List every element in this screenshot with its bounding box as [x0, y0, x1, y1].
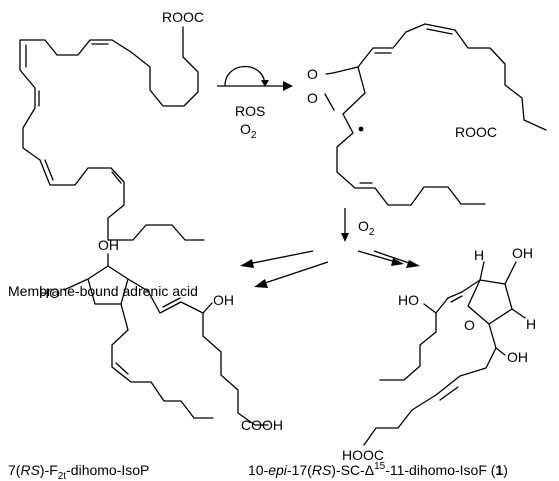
cyclization-loop-arrowhead-icon	[261, 80, 269, 87]
isoprostane-hydroxyl-side: OH	[213, 292, 234, 308]
adrenic-acid-structure: ROOC Membrane-bound adrenic acid	[8, 9, 205, 299]
endoperoxide-ring	[324, 66, 366, 115]
endoperoxide-ester-group: ROOC	[455, 124, 497, 140]
isofuran-hydrogen-top: H	[474, 247, 484, 263]
branch-arrow-right-lower-shaft	[373, 250, 413, 265]
endoperoxide-chain-lower	[336, 113, 486, 206]
isofuran-hydroxyl-side: HO	[398, 292, 419, 308]
isoprostane-lower-double-bond	[115, 362, 129, 375]
isofuran-carboxyl: HOOC	[342, 447, 384, 463]
isoprostane-ring	[87, 265, 129, 305]
isoprostane-hydroxyl-left: HO	[39, 285, 60, 301]
radical-dot-icon	[358, 126, 364, 132]
branch-arrows-left	[240, 250, 329, 288]
branch-arrow-left-lower-shaft	[261, 261, 329, 285]
second-oxidation-arrow: O2	[341, 208, 375, 242]
branch-arrow-right-upper-head	[391, 258, 404, 266]
isoprostane-upper-double-bond	[162, 297, 181, 308]
isofuran-hydroxyl-top: OH	[512, 245, 533, 261]
isoprostane-structure: OH HO OH COOH 7(RS)-F2t-dihomo-IsoP	[8, 237, 283, 481]
isofuran-ring-substituents	[479, 261, 526, 319]
second-oxygen-reagent: O2	[358, 218, 375, 238]
isofuran-side-double-bond	[450, 295, 463, 303]
isofuran-structure: H OH O H HO OH HOOC 10-epi-17(RS)-SC-Δ15…	[248, 245, 536, 478]
isoprostane-label: 7(RS)-F2t-dihomo-IsoP	[8, 462, 149, 481]
isofuran-label: 10-epi-17(RS)-SC-Δ15-11-dihomo-IsoF (1)	[248, 461, 508, 478]
oxidation-arrow-head	[283, 81, 293, 91]
branch-arrows-right	[357, 250, 420, 268]
isoprostane-upper-chain	[127, 278, 269, 426]
adrenic-acid-label: Membrane-bound adrenic acid	[8, 283, 198, 299]
peroxide-oxygen-bottom: O	[307, 90, 318, 106]
ros-reagent: ROS	[235, 103, 265, 119]
isofuran-side-chain	[379, 279, 481, 381]
isofuran-hydrogen-ring: H	[526, 316, 536, 332]
endoperoxide-radical-structure: O O ROOC	[307, 23, 547, 206]
branch-arrow-right-lower-head	[406, 260, 420, 268]
isofuran-hydroxyl-bond	[423, 303, 437, 314]
isofuran-lower-hydroxyl-bond	[495, 347, 506, 356]
cyclization-loop-icon	[224, 65, 266, 87]
adrenic-acid-ester-group: ROOC	[162, 9, 204, 25]
branch-arrow-left-lower-head	[254, 279, 268, 288]
isoprostane-lower-chain	[111, 303, 214, 419]
isofuran-lower-double-bond	[439, 386, 459, 401]
endoperoxide-chain-upper	[357, 23, 547, 131]
oxygen-reagent: O2	[240, 121, 257, 141]
second-oxidation-arrow-head	[341, 233, 349, 242]
isofuran-hydroxyl-lower: OH	[507, 349, 528, 365]
isofuran-lower-chain	[363, 323, 497, 446]
isofuran-ring	[467, 279, 513, 325]
isoprostane-hydroxyl-bond	[202, 302, 213, 314]
endoperoxide-double-bonds	[374, 28, 453, 54]
oxidation-arrow: ROS O2	[217, 65, 293, 141]
adrenic-acid-skeleton	[19, 26, 205, 241]
isoprostane-ring-substituents	[63, 253, 109, 291]
branch-arrow-right-upper-shaft	[357, 250, 397, 263]
branch-arrow-left-upper-head	[240, 259, 254, 268]
isoprostane-hydroxyl-top: OH	[98, 237, 119, 253]
peroxide-oxygen-top: O	[307, 66, 318, 82]
isofuran-ring-oxygen: O	[464, 317, 475, 333]
branch-arrow-left-upper-shaft	[247, 250, 314, 265]
isoprostane-carboxyl: COOH	[241, 417, 283, 433]
adrenic-acid-double-bonds	[25, 43, 122, 184]
